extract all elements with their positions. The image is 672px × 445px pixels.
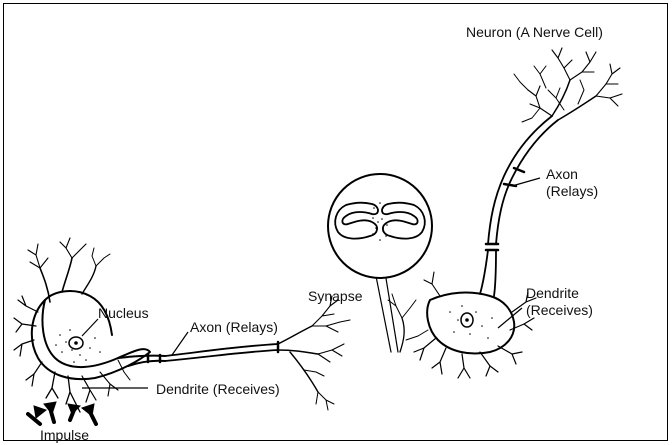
right-cell-body	[427, 293, 514, 354]
dendrite-right-label: Dendrite (Receives)	[526, 285, 593, 319]
synapse-zoom	[328, 174, 432, 352]
axon-right-label: Axon (Relays)	[546, 166, 598, 200]
nucleus-pointer	[82, 319, 98, 336]
axon-left-pointer	[172, 332, 188, 355]
dendrite-left-label: Dendrite (Receives)	[156, 381, 280, 397]
impulse-arrows	[28, 402, 96, 424]
right-cytoplasm-dots	[449, 305, 493, 339]
axon-left-label: Axon (Relays)	[190, 319, 278, 335]
title-label: Neuron (A Nerve Cell)	[466, 24, 603, 40]
impulse-label: Impulse	[40, 427, 89, 443]
left-cytoplasm-dots	[55, 329, 101, 363]
axon-right-pointer	[512, 178, 540, 186]
nucleus-label: Nucleus	[98, 305, 149, 321]
synapse-label: Synapse	[308, 288, 362, 304]
